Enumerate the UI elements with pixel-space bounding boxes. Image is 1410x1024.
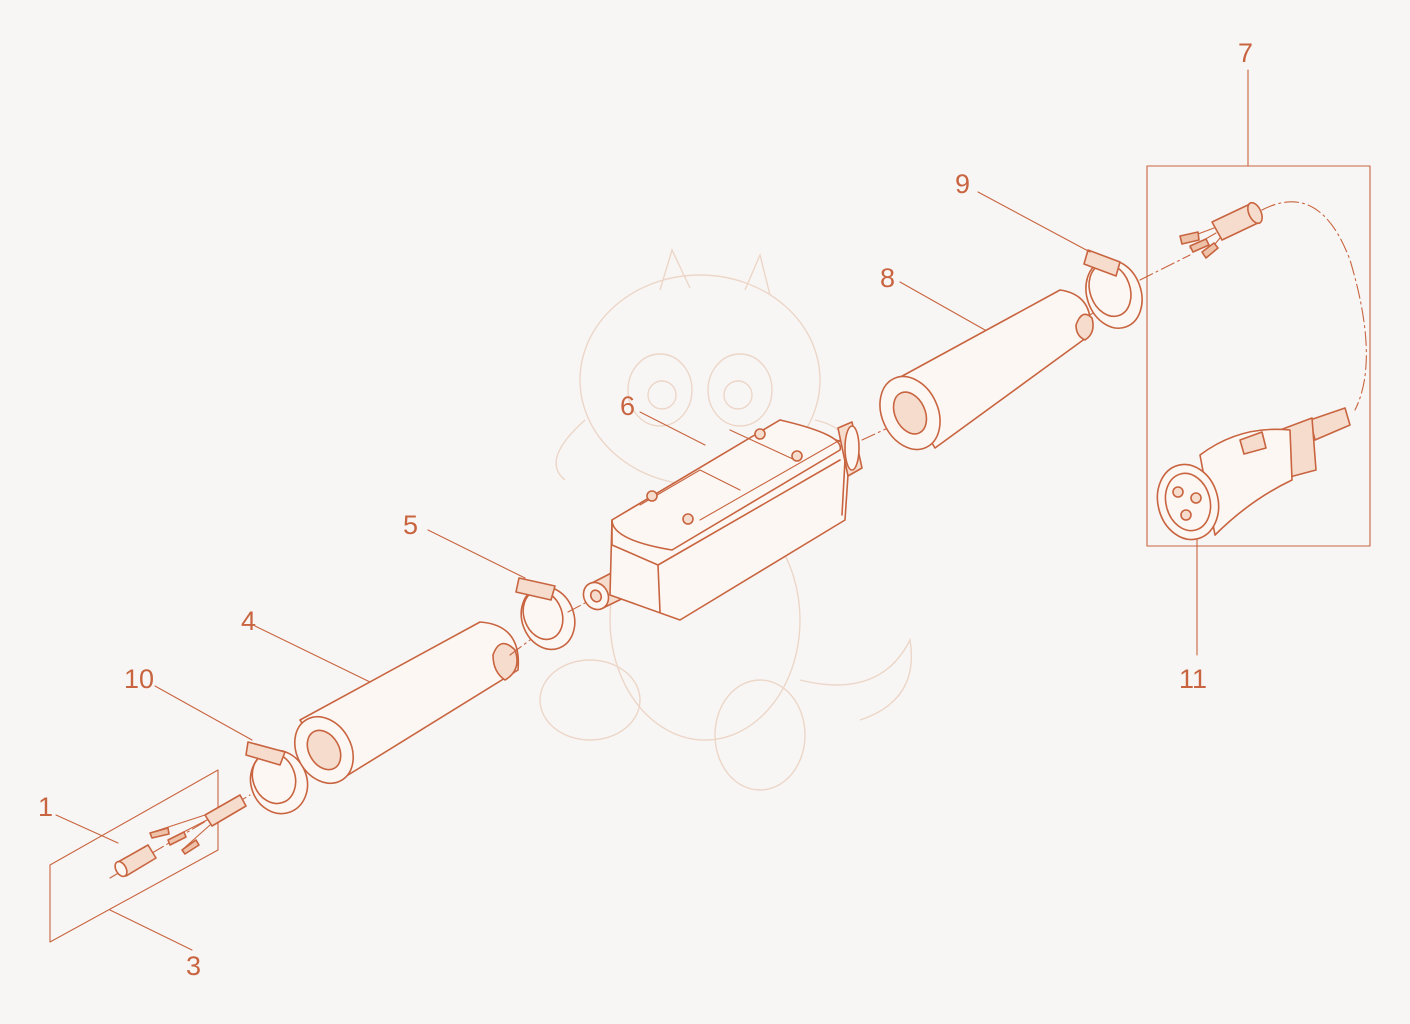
part-7-cable (1179, 201, 1367, 411)
part-5-clamp (515, 577, 576, 651)
part-7-panel (1146, 165, 1371, 547)
part-10-clamp (245, 741, 309, 815)
part-8-tube (879, 289, 1106, 451)
callout-4: 4 (241, 606, 256, 636)
callout-7: 7 (1238, 38, 1253, 68)
callout-9: 9 (955, 169, 970, 199)
callout-5: 5 (403, 510, 418, 540)
callout-11: 11 (1179, 664, 1207, 694)
part-3-panel (49, 769, 219, 943)
part-9-clamp (1083, 249, 1191, 329)
callout-8: 8 (880, 263, 895, 293)
callouts: 1 3 4 5 6 7 8 9 10 11 (38, 38, 1253, 981)
leader-lines (55, 69, 1249, 951)
part-4-tube (293, 621, 531, 784)
part-6-box (567, 419, 906, 621)
callout-10: 10 (124, 664, 154, 694)
callout-6: 6 (620, 391, 635, 421)
part-11-plug (1156, 407, 1351, 541)
callout-1: 1 (38, 792, 53, 822)
part-1-cable-end (109, 794, 251, 879)
callout-3: 3 (186, 951, 201, 981)
